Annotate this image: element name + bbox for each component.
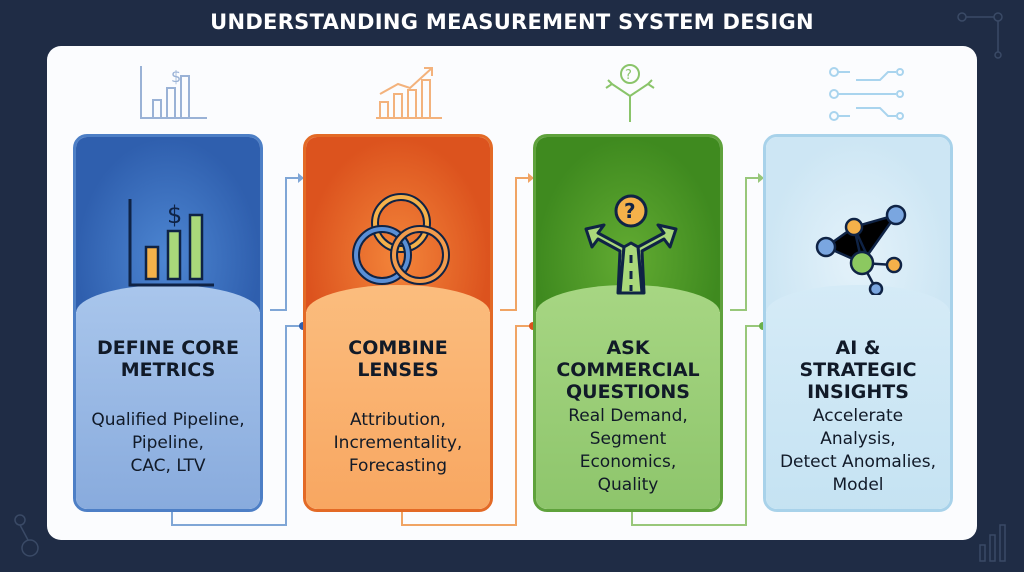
card-heading: COMBINE LENSES [348,337,448,381]
card-description: Real Demand, Segment Economics, Quality [568,406,688,495]
card-description: Qualified Pipeline, Pipeline, CAC, LTV [91,410,245,476]
crossroads-question-icon: ? [605,64,655,122]
page-title: UNDERSTANDING MEASUREMENT SYSTEM DESIGN [210,10,814,34]
card-heading: AI & STRATEGIC INSIGHTS [799,337,917,403]
card-ask-commercial-questions: ? ASK COMMERCIAL QUESTIONS Real Demand, … [533,134,723,512]
card-heading: ASK COMMERCIAL QUESTIONS [556,337,700,403]
interlocking-rings-icon [352,193,450,285]
card-description: Accelerate Analysis, Detect Anomalies, M… [779,406,937,495]
bar-chart-dollar-icon: $ [140,66,207,119]
card-define-core-metrics: $ DEFINE CORE METRICS Qualified Pipeline… [73,134,263,512]
svg-text:$: $ [167,201,182,229]
svg-text:$: $ [171,67,181,86]
card-heading: DEFINE CORE METRICS [97,337,239,381]
circuit-network-icon [829,67,904,121]
svg-text:?: ? [624,199,636,223]
network-nodes-icon [815,204,907,295]
growth-chart-icon [376,67,442,119]
card-description: Attribution, Incrementality, Forecasting [333,410,463,476]
svg-text:?: ? [625,68,632,83]
card-ai-strategic-insights: AI & STRATEGIC INSIGHTS Accelerate Analy… [763,134,953,512]
crossroads-question-icon: ? [584,194,678,295]
card-combine-lenses: COMBINE LENSES Attribution, Incrementali… [303,134,493,512]
bar-chart-dollar-icon: $ [128,199,214,287]
